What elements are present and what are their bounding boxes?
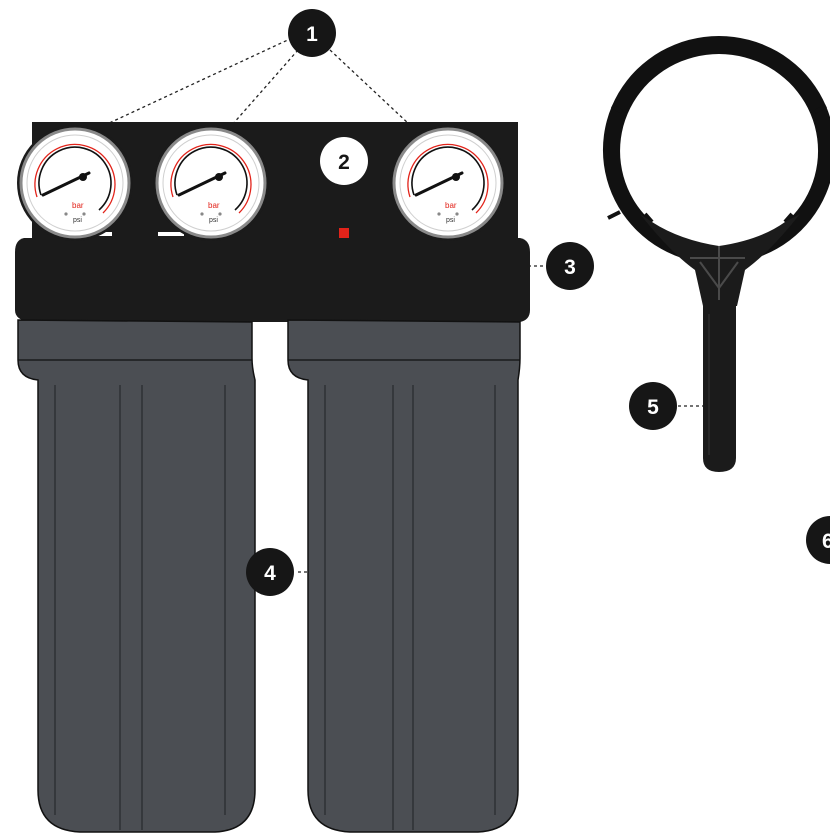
callout-3-label: 3 bbox=[564, 256, 576, 279]
filter-housing-left bbox=[17, 319, 256, 833]
mount-plate bbox=[32, 122, 518, 242]
leader-line-1b bbox=[231, 49, 299, 126]
filter-housings bbox=[17, 319, 521, 833]
pressure-gauge-3: bar psi bbox=[390, 125, 506, 241]
gauge-unit-psi: psi bbox=[209, 217, 218, 224]
callout-4-label: 4 bbox=[264, 562, 276, 585]
filter-head bbox=[15, 122, 530, 322]
wrench-ring bbox=[603, 36, 830, 264]
leader-line-1c bbox=[329, 49, 411, 126]
callout-5-label: 5 bbox=[647, 396, 659, 419]
filter-housing-right bbox=[287, 319, 521, 833]
leader-line-1a bbox=[104, 37, 293, 126]
gauge-unit-bar: bar bbox=[208, 201, 220, 210]
wrench-yoke-ribs bbox=[690, 246, 745, 300]
gauge-unit-psi: psi bbox=[446, 217, 455, 224]
port-mark-right bbox=[158, 232, 184, 236]
wrench-handle bbox=[703, 304, 736, 472]
gauge-unit-bar: bar bbox=[72, 201, 84, 210]
callout-3: 3 bbox=[546, 242, 594, 290]
callout-1: 1 bbox=[288, 9, 336, 57]
head-collar bbox=[15, 238, 530, 322]
gauge-unit-bar: bar bbox=[445, 201, 457, 210]
housing-wrench bbox=[603, 36, 830, 472]
callout-4: 4 bbox=[246, 548, 294, 596]
callout-6-label: 6 bbox=[822, 530, 830, 553]
callout-5: 5 bbox=[629, 382, 677, 430]
callout-1-label: 1 bbox=[306, 23, 318, 46]
gauge-unit-psi: psi bbox=[73, 217, 82, 224]
callout-6: 6 bbox=[806, 516, 830, 564]
callout-2-label: 2 bbox=[338, 151, 350, 174]
wrench-ring-tabs bbox=[607, 46, 827, 224]
pressure-gauge-2: bar psi bbox=[153, 125, 269, 241]
indicator-light bbox=[339, 228, 349, 238]
pressure-gauge-1: bar psi bbox=[17, 125, 133, 241]
callout-2: 2 bbox=[320, 137, 368, 185]
